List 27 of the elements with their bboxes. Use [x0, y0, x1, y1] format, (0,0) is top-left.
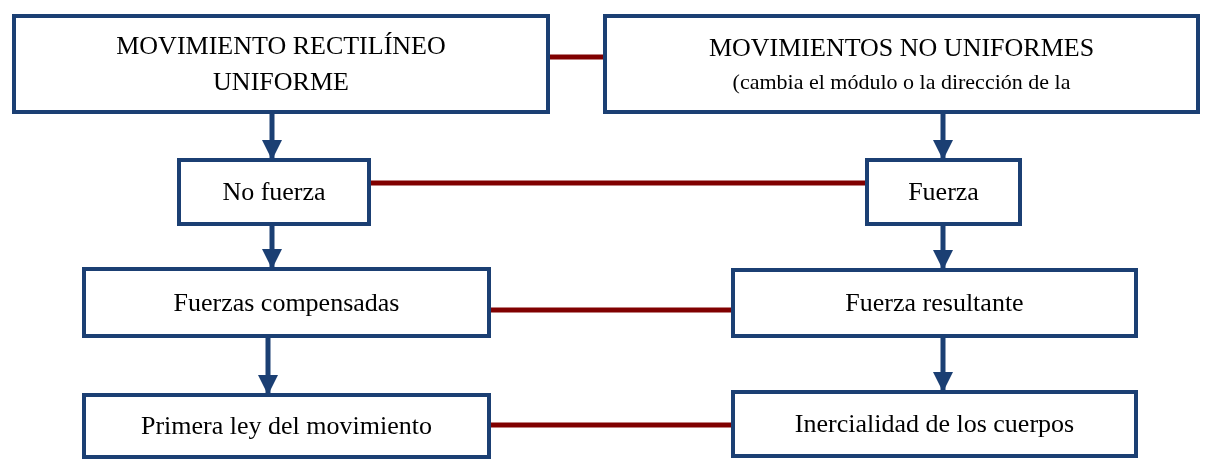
- connector-line: [491, 422, 731, 428]
- process-box: [731, 390, 1138, 458]
- arrow: [262, 226, 282, 269]
- box-title: No fuerza: [222, 176, 326, 208]
- arrow: [258, 338, 278, 395]
- box-title: MOVIMIENTOS NO UNIFORMES: [708, 32, 1095, 64]
- process-box: [731, 268, 1138, 338]
- process-box: [12, 14, 550, 114]
- process-box: [603, 14, 1200, 114]
- arrow: [262, 114, 282, 160]
- process-box: [82, 393, 491, 459]
- process-box: [865, 158, 1022, 226]
- connector-line: [371, 180, 865, 186]
- process-box: [82, 267, 491, 338]
- arrow: [933, 226, 953, 270]
- process-box: [177, 158, 371, 226]
- box-title: Primera ley del movimiento: [141, 410, 432, 442]
- connector-line: [491, 307, 731, 313]
- box-subtitle: (cambia el módulo o la dirección de la: [732, 68, 1071, 96]
- arrow: [933, 338, 953, 392]
- box-title: Inercialidad de los cuerpos: [794, 408, 1075, 440]
- box-title: Fuerza: [908, 176, 979, 208]
- arrow: [933, 114, 953, 160]
- box-title: MOVIMIENTO RECTILÍNEO UNIFORME: [115, 30, 447, 98]
- connector-line: [550, 54, 603, 60]
- box-title: Fuerzas compensadas: [173, 286, 400, 319]
- box-title: Fuerza resultante: [845, 287, 1024, 319]
